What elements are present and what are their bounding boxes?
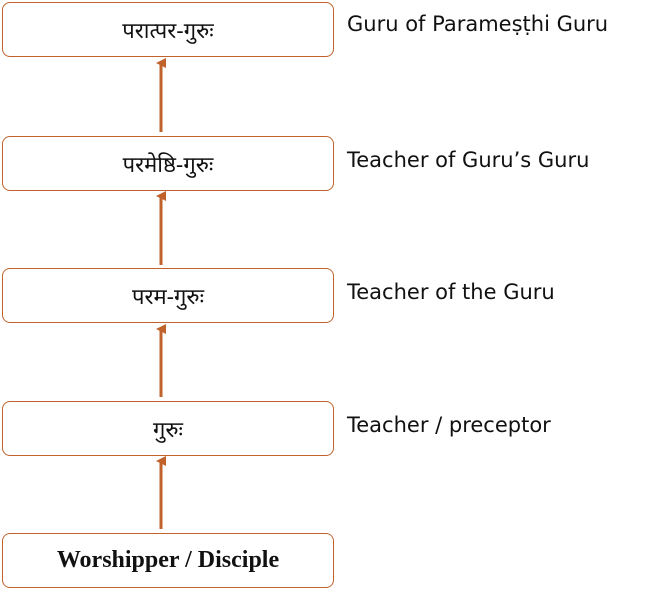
- node-parama-guru: परम-गुरुः: [2, 268, 334, 323]
- meaning-paramesthi-guru: Teacher of Guru’s Guru: [347, 148, 590, 172]
- meaning-paratpara-guru: Guru of Parameṣṭhi Guru: [347, 12, 609, 36]
- node-paramesthi-guru: परमेष्ठि-गुरुः: [2, 136, 334, 191]
- meaning-guru: Teacher / preceptor: [347, 413, 551, 437]
- node-guru: गुरुः: [2, 401, 334, 456]
- node-paratpara-guru: परात्पर-गुरुः: [2, 2, 334, 57]
- node-worshipper-disciple: Worshipper / Disciple: [2, 533, 334, 588]
- meaning-parama-guru: Teacher of the Guru: [347, 280, 555, 304]
